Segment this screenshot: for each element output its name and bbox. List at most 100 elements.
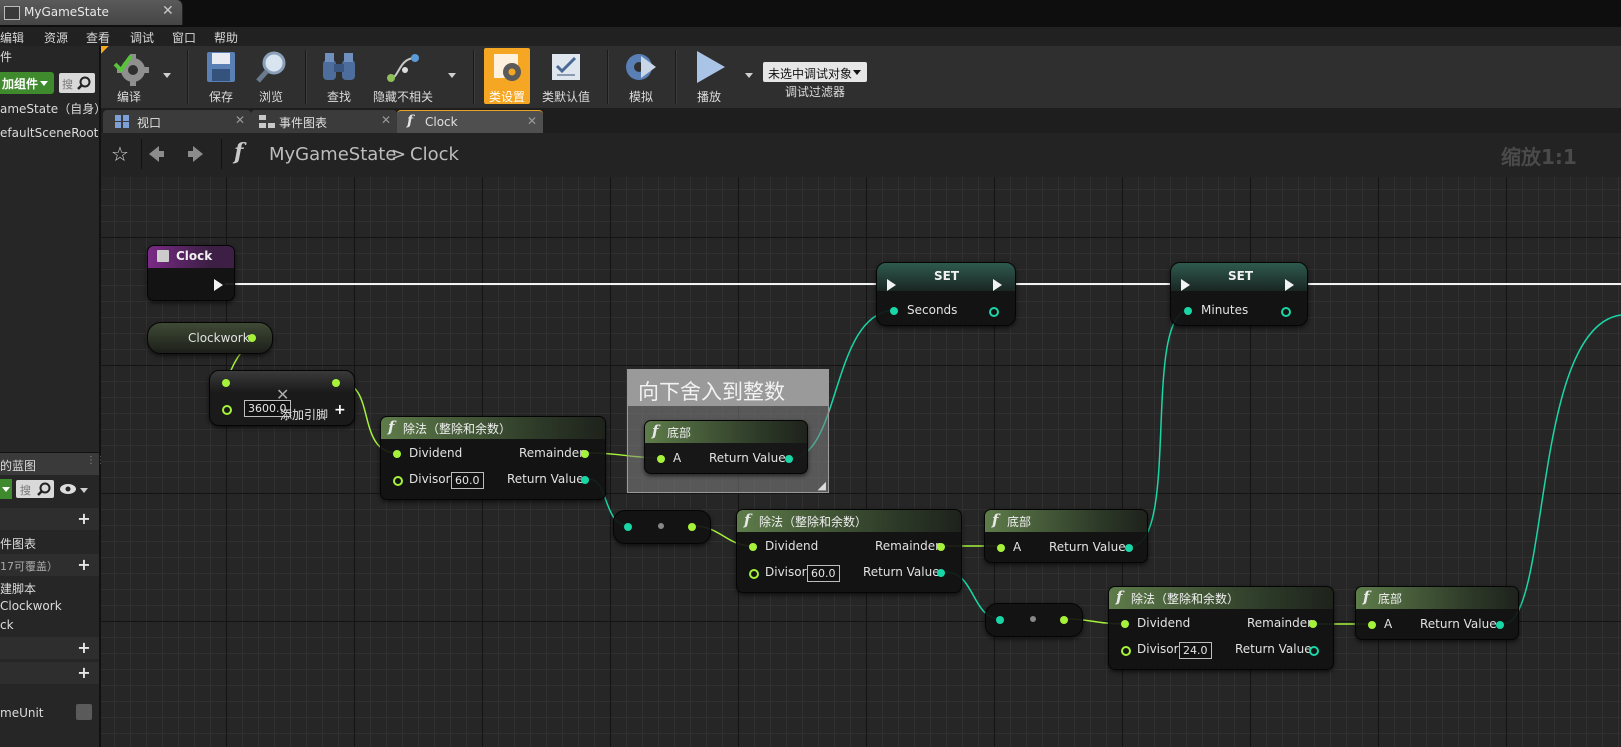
dividend-pin[interactable]: [393, 450, 401, 458]
make-array-node[interactable]: 3600.0 ✕ 添加引脚 +: [209, 370, 355, 426]
graph-canvas[interactable]: Clock Clockwork 3600.0 ✕ 添加引脚 + f 除法（整除和…: [101, 177, 1621, 747]
remainder-pin[interactable]: [1309, 620, 1317, 628]
array-element-pin[interactable]: [222, 405, 232, 415]
dividend-pin[interactable]: [1121, 620, 1129, 628]
tab-viewport[interactable]: 视口 ✕: [103, 110, 251, 133]
close-icon[interactable]: ✕: [526, 114, 537, 128]
component-search-input[interactable]: 搜: [59, 73, 95, 93]
blueprint-search-input[interactable]: 搜: [16, 480, 54, 498]
hide-unrelated-chevron-icon[interactable]: [448, 73, 456, 78]
browse-button[interactable]: 浏览: [249, 46, 293, 106]
hide-unrelated-button[interactable]: 隐藏不相关: [371, 46, 435, 106]
clockwork-variable-node[interactable]: Clockwork: [147, 322, 273, 354]
event-graph-item[interactable]: 件图表: [0, 537, 37, 551]
document-tab[interactable]: MyGameState ✕: [0, 0, 183, 25]
function-entry-node[interactable]: Clock: [147, 245, 235, 301]
floor-node-2[interactable]: f 底部 A Return Value: [984, 509, 1148, 563]
function-clock-item[interactable]: ck: [0, 618, 14, 632]
dividend-pin[interactable]: [749, 543, 757, 551]
reroute-out-pin[interactable]: [1060, 616, 1068, 624]
divide-node-2[interactable]: f 除法（整除和余数） Dividend Remainder Divisor 6…: [736, 509, 962, 593]
floor-node-1[interactable]: f 底部 A Return Value: [644, 420, 808, 474]
forward-arrow-icon[interactable]: [187, 145, 205, 163]
exec-out-pin[interactable]: [993, 279, 1002, 291]
tab-event-graph[interactable]: 事件图表 ✕: [251, 110, 397, 133]
divide-node-3[interactable]: f 除法（整除和余数） Dividend Remainder Divisor 2…: [1108, 586, 1334, 670]
floor-input-pin[interactable]: [1368, 621, 1376, 629]
simulate-button[interactable]: 模拟: [619, 46, 663, 106]
menu-help[interactable]: 帮助: [214, 31, 239, 45]
divisor-value-box[interactable]: 24.0: [1179, 642, 1212, 659]
variable-type-icon[interactable]: [76, 704, 92, 720]
close-icon[interactable]: ✕: [234, 113, 245, 127]
exec-in-pin[interactable]: [1181, 279, 1190, 291]
floor-output-pin[interactable]: [1496, 621, 1504, 629]
floor-output-pin[interactable]: [785, 455, 793, 463]
eye-icon[interactable]: [59, 483, 77, 495]
divisor-pin[interactable]: [1121, 646, 1131, 656]
set-minutes-node[interactable]: SET Minutes: [1170, 262, 1308, 326]
floor-output-pin[interactable]: [1125, 544, 1133, 552]
divide-node-1[interactable]: f 除法（整除和余数） Dividend Remainder Divisor 6…: [380, 416, 606, 500]
debug-target-dropdown[interactable]: 未选中调试对象: [763, 62, 867, 82]
return-value-pin[interactable]: [937, 569, 945, 577]
floor-node-3[interactable]: f 底部 A Return Value: [1355, 586, 1519, 640]
divisor-value-box[interactable]: 60.0: [451, 472, 484, 489]
function-clockwork-item[interactable]: Clockwork: [0, 599, 62, 613]
component-self[interactable]: ameState（自身）: [0, 102, 107, 116]
clockwork-output-pin[interactable]: [248, 334, 256, 342]
breadcrumb-owner[interactable]: MyGameState: [269, 144, 397, 165]
menu-window[interactable]: 窗口: [172, 31, 197, 45]
add-pin-icon[interactable]: +: [334, 402, 346, 418]
exec-out-pin[interactable]: [214, 279, 223, 291]
floor-input-pin[interactable]: [997, 544, 1005, 552]
class-settings-button[interactable]: 类设置: [484, 48, 530, 104]
tab-clock[interactable]: f Clock ✕: [397, 110, 543, 134]
close-icon[interactable]: ✕: [162, 3, 174, 19]
add-function-icon[interactable]: +: [77, 555, 91, 574]
play-options-chevron-icon[interactable]: [745, 73, 753, 78]
remainder-pin[interactable]: [581, 450, 589, 458]
array-value-box[interactable]: 3600.0: [244, 400, 291, 417]
seconds-input-pin[interactable]: [890, 307, 898, 315]
variable-time-unit-item[interactable]: meUnit: [0, 706, 44, 720]
add-component-button[interactable]: 加组件: [0, 72, 54, 94]
set-seconds-node[interactable]: SET Seconds: [876, 262, 1016, 326]
seconds-output-pin[interactable]: [989, 307, 999, 317]
component-default-scene-root[interactable]: efaultSceneRoot: [0, 126, 99, 140]
reroute-out-pin[interactable]: [688, 523, 696, 531]
divisor-pin[interactable]: [749, 569, 759, 579]
minutes-input-pin[interactable]: [1184, 307, 1192, 315]
reroute-in-pin[interactable]: [624, 523, 632, 531]
menu-debug[interactable]: 调试: [130, 31, 155, 45]
reroute-node-1[interactable]: [613, 510, 711, 544]
close-icon[interactable]: ✕: [380, 113, 391, 127]
array-out-pin[interactable]: [332, 379, 340, 387]
breadcrumb-function[interactable]: Clock: [410, 144, 459, 165]
menu-asset[interactable]: 资源: [44, 31, 69, 45]
add-graph-icon[interactable]: +: [77, 509, 91, 528]
save-button[interactable]: 保存: [199, 46, 243, 106]
play-button[interactable]: 播放: [687, 46, 731, 106]
exec-out-pin[interactable]: [1285, 279, 1294, 291]
remove-pin-icon[interactable]: ✕: [276, 385, 290, 404]
menu-edit[interactable]: 编辑: [0, 31, 25, 45]
reroute-node-2[interactable]: [985, 603, 1083, 637]
divisor-value-box[interactable]: 60.0: [807, 565, 840, 582]
remainder-pin[interactable]: [937, 543, 945, 551]
return-value-pin[interactable]: [581, 476, 589, 484]
favorite-star-icon[interactable]: ☆: [111, 142, 129, 166]
add-variable-icon[interactable]: +: [77, 663, 91, 682]
return-value-pin[interactable]: [1309, 646, 1319, 656]
minutes-output-pin[interactable]: [1281, 307, 1291, 317]
back-arrow-icon[interactable]: [147, 145, 165, 163]
floor-input-pin[interactable]: [657, 455, 665, 463]
exec-in-pin[interactable]: [887, 279, 896, 291]
add-new-button[interactable]: [0, 479, 12, 499]
divisor-pin[interactable]: [393, 476, 403, 486]
compile-options-chevron-icon[interactable]: [163, 73, 171, 78]
menu-view[interactable]: 查看: [86, 31, 111, 45]
array-in-pin[interactable]: [222, 379, 230, 387]
reroute-in-pin[interactable]: [996, 616, 1004, 624]
chevron-down-icon[interactable]: [80, 488, 88, 493]
